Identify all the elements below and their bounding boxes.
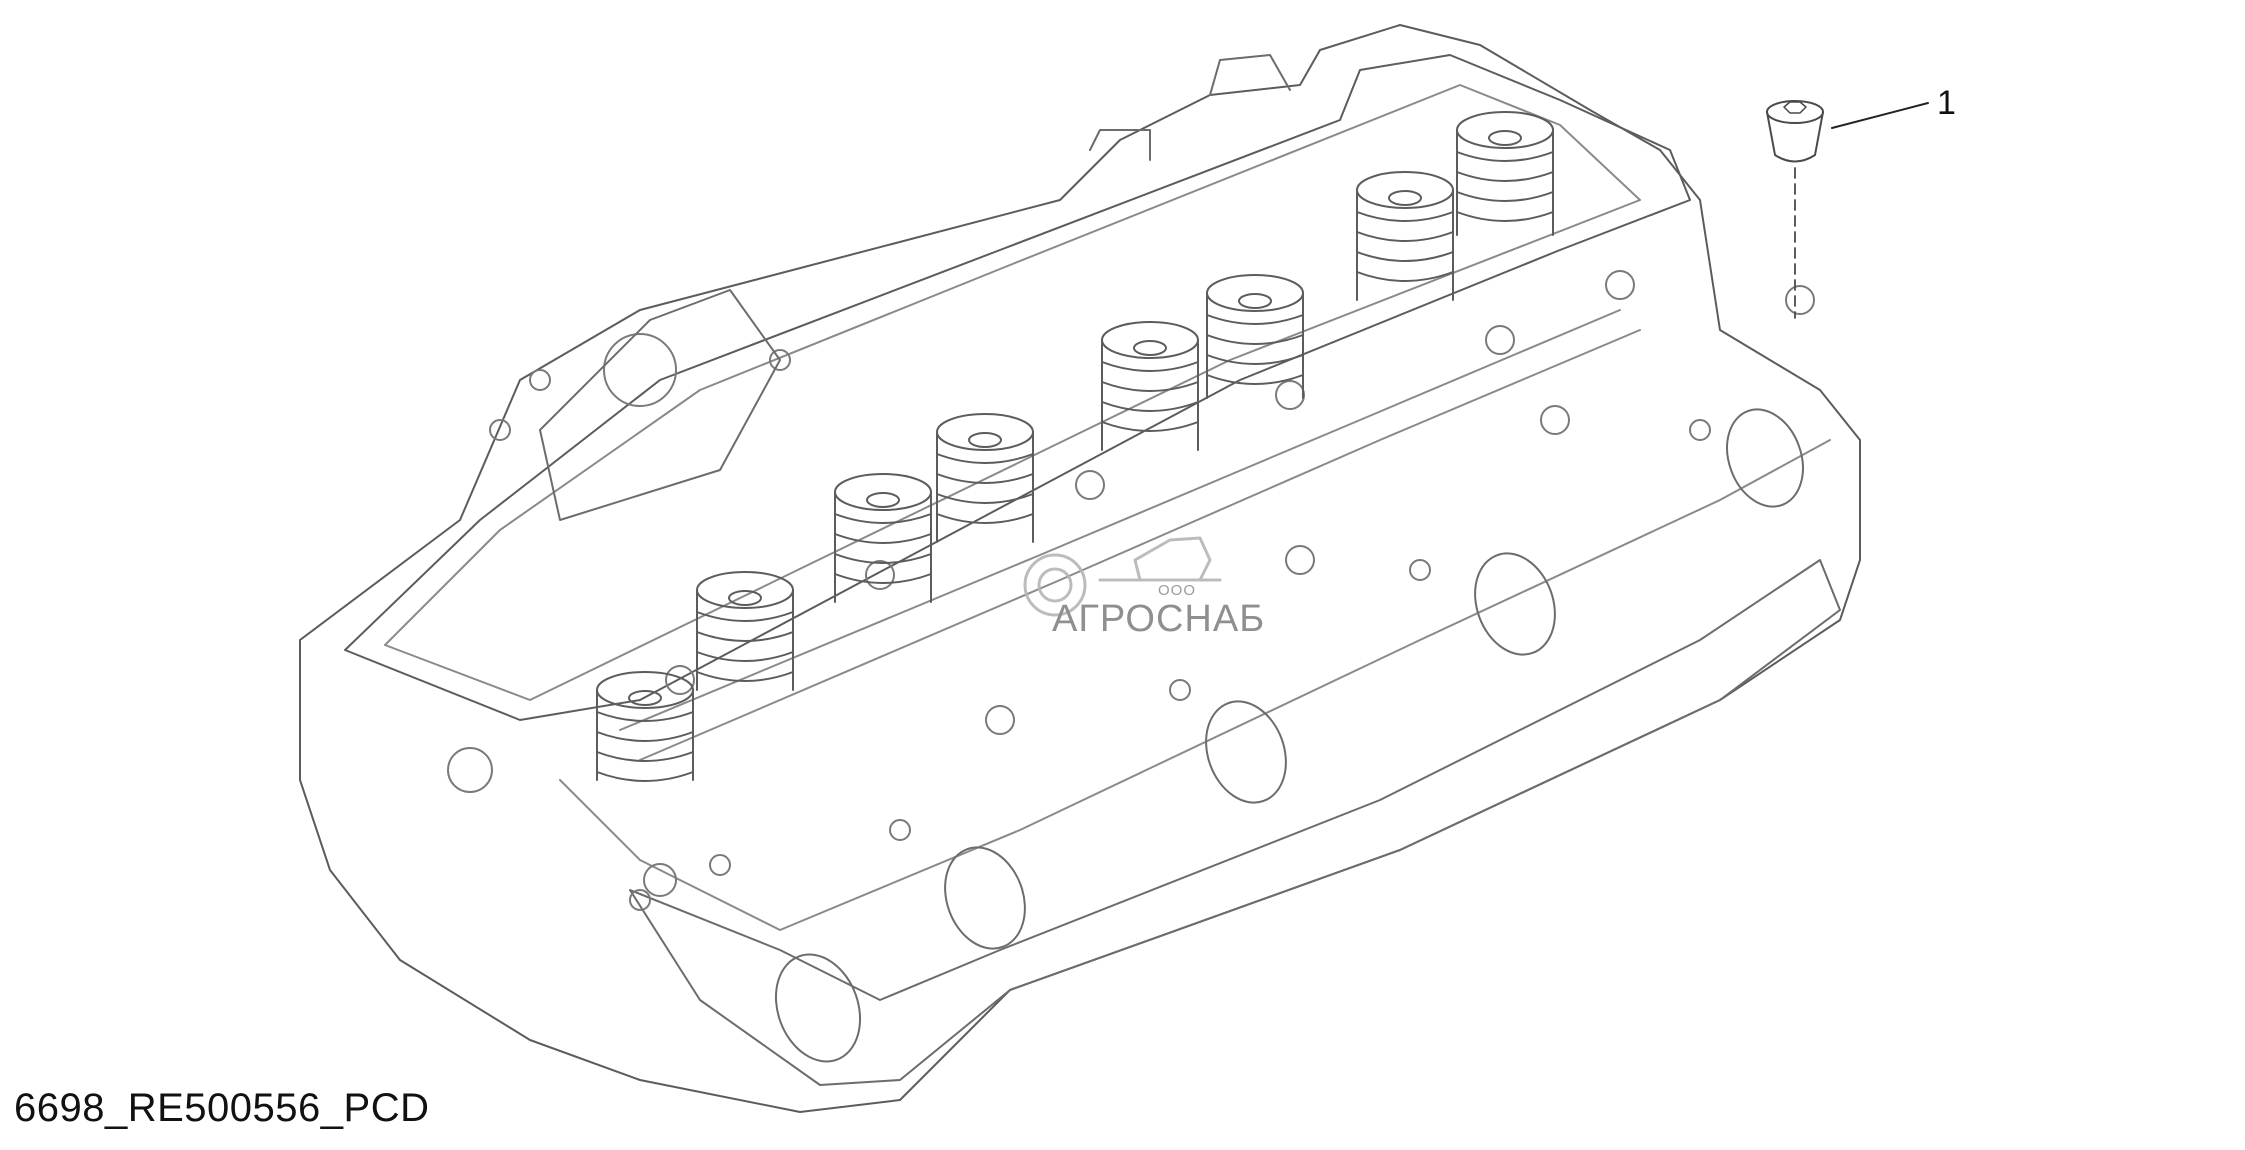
rocker-cover-rim (344, 54, 1691, 721)
exhaust-ports (774, 408, 1804, 1063)
watermark-emblem (1023, 536, 1222, 617)
bolt-holes (447, 270, 1815, 911)
callout-leader (1831, 102, 1929, 129)
drawing-id-label: 6698_RE500556_PCD (14, 1086, 430, 1130)
top-bosses (1089, 54, 1291, 161)
head-outline (299, 24, 1861, 1113)
valve-springs (596, 111, 1554, 782)
watermark-text: АГРОСНАБ (1052, 598, 1266, 640)
front-ledge (559, 439, 1831, 931)
front-face (629, 559, 1841, 1086)
center-rib-2 (619, 309, 1621, 731)
center-rib (639, 329, 1641, 761)
inner-rim (384, 84, 1641, 701)
watermark-prefix: ООО (1158, 582, 1197, 599)
callout-number: 1 (1937, 84, 1956, 122)
plug-part (1766, 100, 1824, 163)
intake-flange (539, 289, 781, 521)
